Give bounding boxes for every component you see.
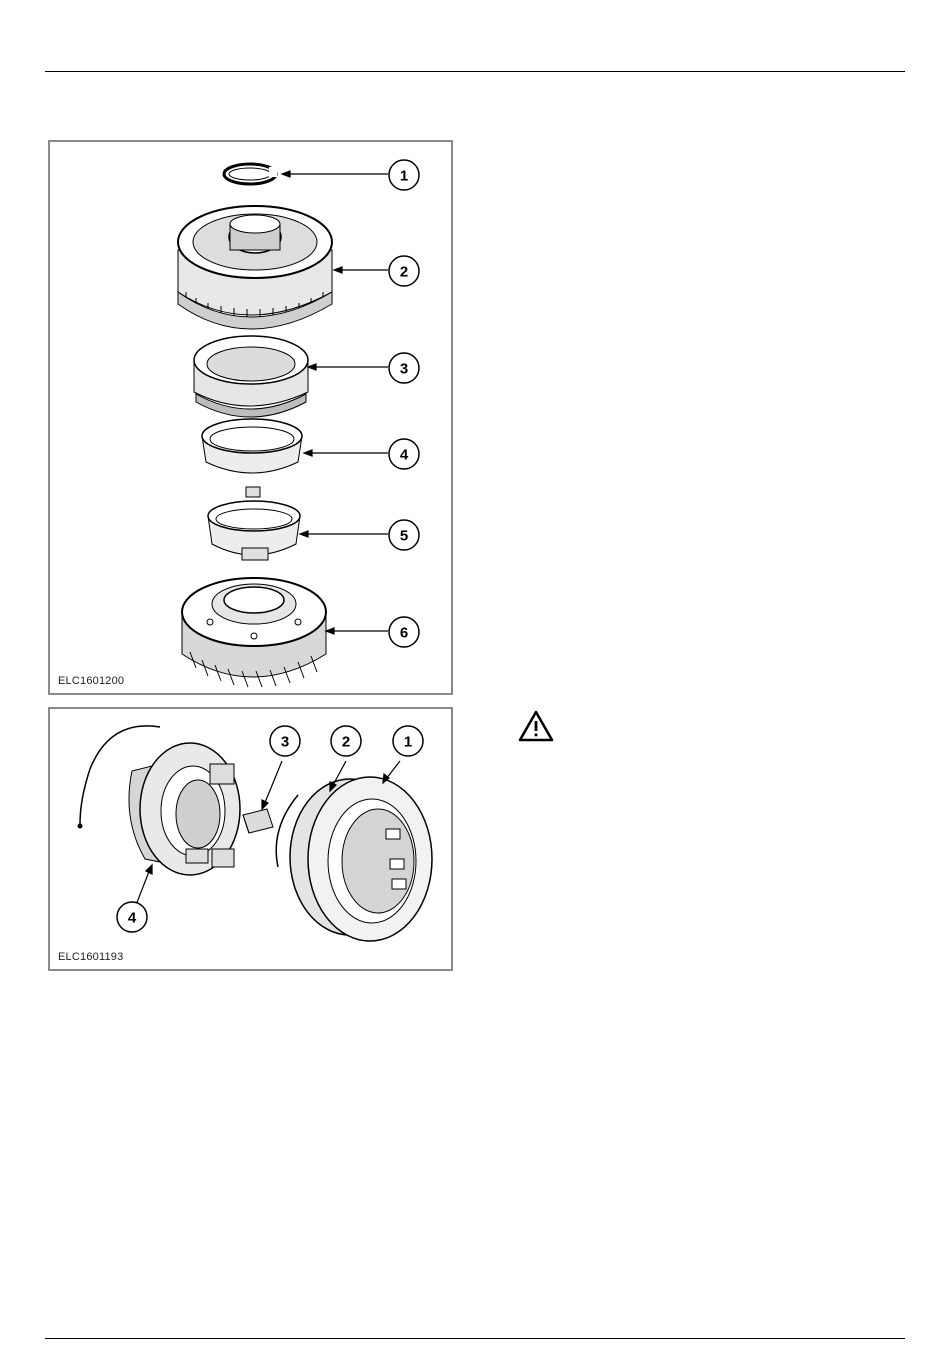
callout-3: 3 <box>270 726 300 756</box>
callout-4: 4 <box>117 902 147 932</box>
figure-code: ELC1601200 <box>58 675 124 687</box>
synchronizer-sleeve-part <box>276 777 432 941</box>
svg-text:4: 4 <box>400 447 409 464</box>
callout-4: 4 <box>389 439 419 469</box>
figure-1-drawing: 1 2 3 4 5 6 <box>50 142 451 693</box>
outer-cone-ring-part <box>202 419 302 473</box>
footer-rule <box>45 1338 905 1339</box>
synchronizer-ring-part <box>194 336 308 417</box>
synchronizer-hub-part <box>129 743 240 875</box>
helical-gear-part <box>182 578 326 687</box>
synchronizer-key-part <box>243 809 273 833</box>
svg-text:3: 3 <box>281 734 289 751</box>
svg-text:6: 6 <box>400 625 408 642</box>
callout-2: 2 <box>389 256 419 286</box>
inner-cone-ring-part <box>208 487 300 560</box>
callout-1: 1 <box>389 160 419 190</box>
exploded-view-figure-2: 3 2 1 4 ELC1601193 <box>48 707 453 971</box>
svg-text:4: 4 <box>128 910 137 927</box>
svg-text:1: 1 <box>400 168 408 185</box>
callout-1: 1 <box>393 726 423 756</box>
callout-2: 2 <box>331 726 361 756</box>
gear-hub-part <box>178 206 332 329</box>
figure-2-drawing: 3 2 1 4 <box>50 709 451 969</box>
snap-ring-part <box>224 164 277 184</box>
figure-code: ELC1601193 <box>58 951 123 963</box>
svg-text:3: 3 <box>400 361 408 378</box>
warning-triangle-icon <box>518 710 554 742</box>
svg-text:2: 2 <box>342 734 350 751</box>
callout-6: 6 <box>389 617 419 647</box>
callout-3: 3 <box>389 353 419 383</box>
svg-text:2: 2 <box>400 264 408 281</box>
header-rule <box>45 71 905 72</box>
exploded-view-figure-1: 1 2 3 4 5 6 ELC1601200 <box>48 140 453 695</box>
callout-5: 5 <box>389 520 419 550</box>
svg-text:5: 5 <box>400 528 408 545</box>
svg-text:1: 1 <box>404 734 412 751</box>
